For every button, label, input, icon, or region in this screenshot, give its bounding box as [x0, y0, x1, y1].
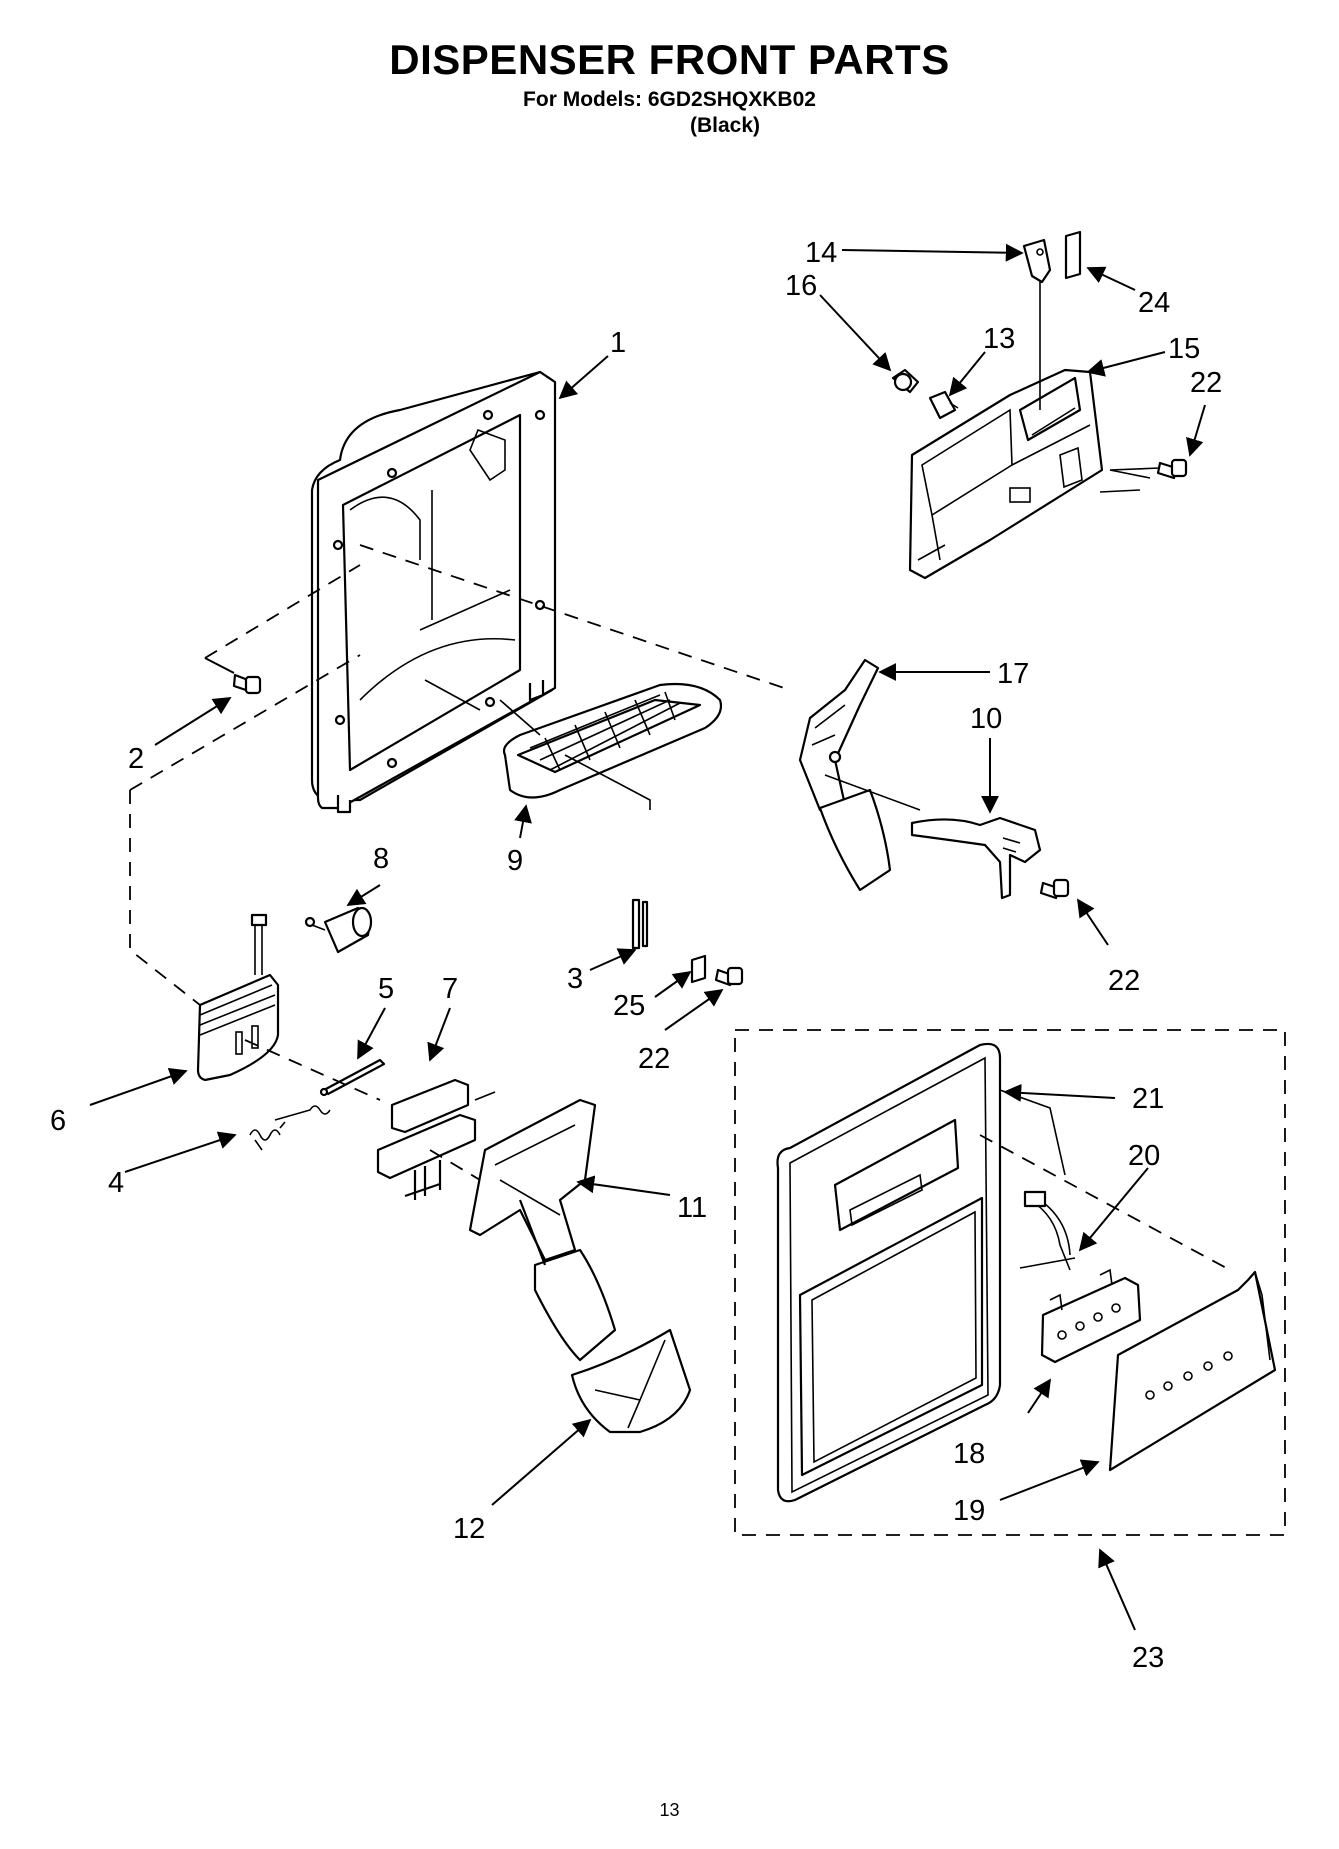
callout-25: 25 [613, 990, 645, 1022]
part-3-switch [631, 898, 649, 950]
color-variant: (Black) [690, 114, 761, 137]
models-line: For Models: 6GD2SHQXKB02 [523, 88, 816, 111]
callout-11: 11 [677, 1192, 707, 1224]
part-24-insulator [1064, 230, 1082, 280]
part-5-pin [319, 1058, 386, 1097]
part-22-screw-lever [1039, 878, 1070, 900]
callout-5: 5 [378, 973, 394, 1005]
part-18-control-board [1040, 1268, 1142, 1364]
part-14-switch [1022, 238, 1052, 410]
assembly-lines [129, 467, 1286, 1536]
callout-9: 9 [507, 845, 523, 877]
callout-16: 16 [785, 270, 817, 302]
part-7-actuator [376, 1078, 496, 1200]
callout-2: 2 [128, 743, 144, 775]
part-6-solenoid [196, 913, 280, 1082]
part-22-screw-middle [714, 966, 744, 987]
callout-13: 13 [983, 323, 1015, 355]
part-8-motor [304, 906, 373, 954]
part-12-funnel [570, 1328, 692, 1434]
callout-22-top: 22 [1190, 367, 1222, 399]
part-21-front-panel [776, 1042, 1002, 1503]
leader-lines [89, 243, 1206, 1631]
part-16-bulb [891, 368, 920, 394]
part-20-wire-harness [1019, 1190, 1076, 1271]
callout-20: 20 [1128, 1140, 1160, 1172]
callout-12: 12 [453, 1513, 485, 1545]
part-11-ice-paddle [468, 1098, 617, 1362]
part-2-screw [232, 673, 262, 695]
part-15-switch-housing [908, 368, 1104, 580]
callout-1: 1 [610, 327, 626, 359]
callout-4: 4 [108, 1167, 124, 1199]
callout-21: 21 [1132, 1083, 1164, 1115]
callout-6: 6 [50, 1105, 66, 1137]
callout-3: 3 [567, 963, 583, 995]
part-13-socket [928, 390, 959, 420]
callout-15: 15 [1168, 333, 1200, 365]
part-4-spring [249, 1105, 331, 1151]
part-19-overlay [1108, 1270, 1277, 1472]
page-number: 13 [659, 1800, 680, 1820]
part-25-insulator [690, 954, 707, 984]
callout-8: 8 [373, 843, 389, 875]
part-9-grille [502, 682, 723, 799]
callout-17: 17 [997, 658, 1029, 690]
callout-22-right: 22 [1108, 965, 1140, 997]
page-title: DISPENSER FRONT PARTS [389, 36, 950, 83]
callout-18: 18 [953, 1438, 985, 1470]
part-22-screw-bracket [1156, 458, 1188, 480]
part-17-water-paddle [798, 658, 892, 892]
callout-22-middle: 22 [638, 1043, 670, 1075]
part-1-housing-frame [310, 370, 557, 814]
callout-23: 23 [1132, 1642, 1164, 1674]
callout-14: 14 [805, 237, 837, 269]
callout-19: 19 [953, 1495, 985, 1527]
callout-7: 7 [442, 973, 458, 1005]
callout-10: 10 [970, 703, 1002, 735]
callout-24: 24 [1138, 287, 1170, 319]
part-10-lever [910, 816, 1042, 900]
callout-labels: 1 2 3 4 5 6 7 8 9 10 11 12 13 14 15 16 1… [50, 237, 1222, 1674]
